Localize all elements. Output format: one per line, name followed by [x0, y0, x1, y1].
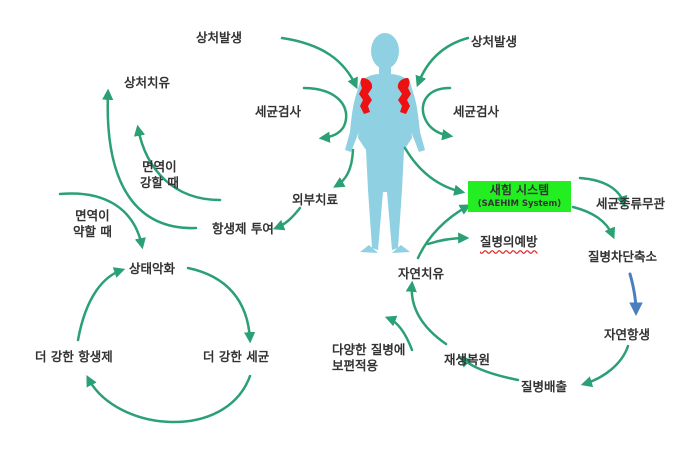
arrow-worsen-to-bacteria: [186, 266, 256, 344]
arrow-to-antibiotic: [272, 206, 302, 231]
label-universal-line1: 다양한 질병에: [332, 342, 406, 357]
arrow-natural-to-saehim: [416, 204, 471, 260]
saehim-subtitle: (SAEHIM System): [477, 199, 562, 209]
label-disease-prevention: 질병의예방: [480, 234, 538, 249]
human-body-figure: [345, 33, 425, 253]
label-immune-strong-line2: 강할 때: [140, 175, 179, 190]
arrow-restore-to-natural: [405, 280, 448, 346]
arrow-bact-test-left: [302, 86, 348, 143]
arrow-wound-right: [415, 36, 470, 88]
arrow-saehim-to-block: [571, 205, 615, 240]
arrow-immune-strong: [133, 124, 222, 202]
arrow-bact-test-right: [421, 86, 454, 141]
label-bact-test-left: 세균검사: [255, 104, 302, 119]
arrow-resist-to-discharge: [580, 344, 630, 388]
arrow-immune-weak: [58, 192, 146, 250]
label-immune-weak: 면역이 약할 때: [73, 208, 112, 240]
arrow-natural-to-prevention: [426, 232, 470, 246]
label-wound-heal: 상처치유: [124, 75, 171, 90]
label-bacteria-type-agnostic: 세균종류무관: [596, 196, 666, 211]
arrow-universal-to-natural: [384, 315, 414, 352]
arrow-antibiotic-to-worsen: [76, 267, 126, 342]
label-wound-left: 상처발생: [196, 30, 243, 45]
arrow-wound-left: [280, 36, 358, 90]
wound-right-shoulder: [397, 78, 411, 114]
arrow-type-agnostic: [578, 176, 628, 208]
label-immune-weak-line2: 약할 때: [73, 224, 112, 239]
label-wound-right: 상처발생: [471, 34, 518, 49]
label-external-treatment: 외부치료: [292, 192, 339, 207]
arrow-body-to-saehim: [403, 146, 466, 196]
label-regeneration: 재생복원: [444, 352, 491, 367]
label-natural-healing: 자연치유: [398, 266, 445, 281]
arrow-to-external: [333, 148, 355, 188]
wound-left-shoulder: [359, 78, 373, 114]
arrow-to-wound-heal: [102, 88, 198, 230]
label-worsen: 상태악화: [129, 261, 176, 276]
label-immune-weak-line1: 면역이: [75, 208, 110, 223]
saehim-title: 새힘 시스템: [489, 183, 550, 197]
arrow-bacteria-to-antibiotic: [86, 374, 252, 424]
label-disease-block-shorten: 질병차단축소: [588, 249, 658, 264]
label-bact-test-right: 세균검사: [453, 104, 500, 119]
label-antibiotic: 항생제 투여: [212, 221, 274, 236]
arrow-discharge-to-restore: [459, 355, 520, 382]
label-stronger-bacteria: 더 강한 세균: [203, 349, 270, 364]
label-universal-application: 다양한 질병에 보편적용: [332, 342, 405, 374]
label-universal-line2: 보편적용: [332, 358, 379, 373]
label-natural-antibiosis: 자연항생: [604, 327, 651, 342]
saehim-system-box: 새힘 시스템 (SAEHIM System): [468, 181, 571, 212]
arrow-block-to-resist: [628, 272, 643, 317]
label-stronger-antibiotic: 더 강한 항생제: [35, 349, 113, 364]
label-immune-strong-line1: 면역이: [142, 159, 177, 174]
label-disease-discharge: 질병배출: [521, 379, 568, 394]
label-immune-strong: 면역이 강할 때: [140, 159, 179, 191]
